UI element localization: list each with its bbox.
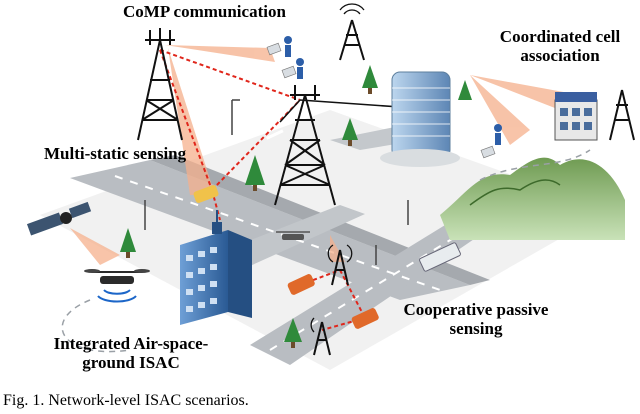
building-icon [380, 72, 460, 167]
cooperative-passive-sensing-label: Cooperative passive sensing [386, 300, 566, 338]
multi-static-sensing-label: Multi-static sensing [44, 144, 186, 163]
cooperative-label-line2: sensing [386, 319, 566, 338]
coordinated-cell-association-label: Coordinated cell association [484, 27, 636, 65]
drone-icon [84, 269, 150, 302]
building-icon [555, 92, 597, 140]
figure-caption: Fig. 1. Network-level ISAC scenarios. [3, 392, 249, 410]
coordinated-label-line2: association [484, 46, 636, 65]
integrated-air-space-ground-isac-label: Integrated Air-space- ground ISAC [24, 334, 238, 372]
coordinated-label-line1: Coordinated cell [484, 27, 636, 46]
comp-communication-label: CoMP communication [123, 2, 286, 21]
integrated-label-line2: ground ISAC [24, 353, 238, 372]
cooperative-label-line1: Cooperative passive [386, 300, 566, 319]
integrated-label-line1: Integrated Air-space- [24, 334, 238, 353]
